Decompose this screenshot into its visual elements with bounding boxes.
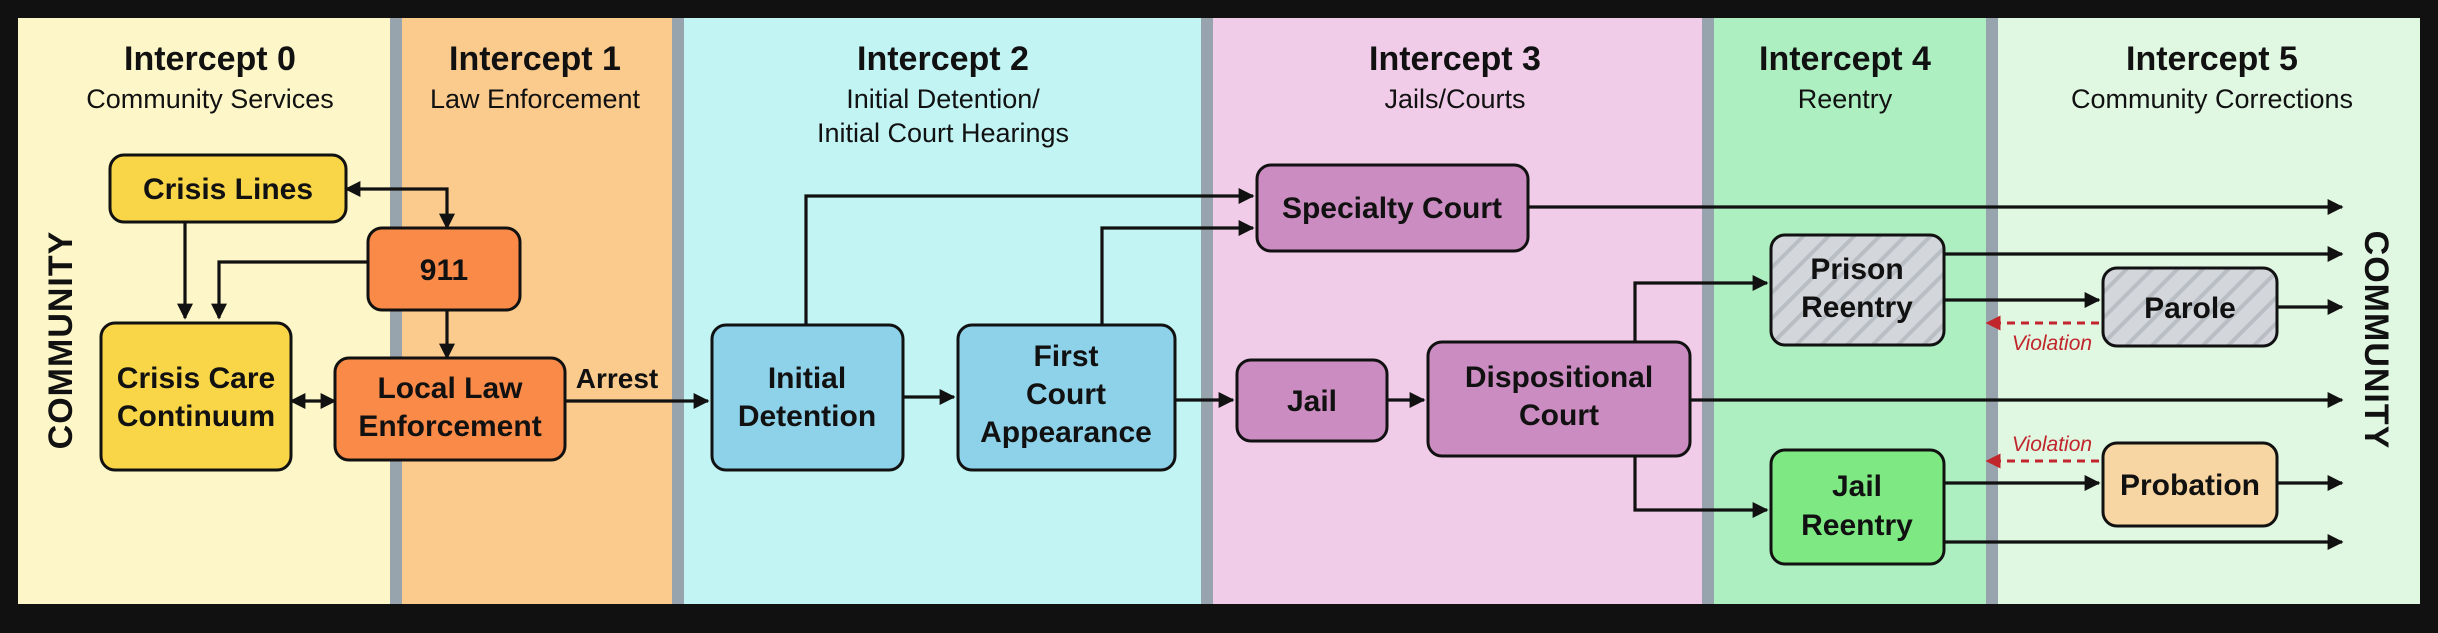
community-label-right: COMMUNITY [2357,231,2395,450]
node-specialty-court: Specialty Court [1255,163,1530,253]
parole-violation-label: Violation [2012,332,2092,355]
intercept-1-subtitle: Law Enforcement [430,84,641,114]
column-bg-intercept-0 [18,18,392,604]
intercept-1-title: Intercept 1 [449,40,621,78]
node-jail-reentry-label-line-2: Reentry [1801,509,1913,542]
node-first-court-label-line-3: Appearance [980,416,1152,449]
divider [1201,18,1213,604]
node-prison-reentry-label-line-1: Prison [1810,253,1903,286]
divider [1702,18,1714,604]
node-crisis-lines-label: Crisis Lines [143,173,313,206]
node-parole: Parole [2101,266,2279,348]
intercept-4-subtitle: Reentry [1798,84,1893,114]
arrow-first-court-specialty-court [1100,220,1255,325]
node-first-court-label-line-1: First [1033,340,1098,373]
node-jail-label: Jail [1287,385,1337,418]
arrow-dispositional-prison-reentry [1633,275,1769,342]
node-911-label: 911 [420,254,468,287]
node-initial-detention-label-line-2: Detention [738,400,876,433]
flow-arrows [177,181,2344,550]
node-dispositional-court: Dispositional Court [1426,340,1692,458]
node-crisis-care-continuum: Crisis Care Continuum [99,321,293,472]
intercept-headers: Intercept 0 Community Services Intercept… [86,40,2353,148]
node-prison-reentry: Prison Reentry [1769,233,1946,347]
arrow-crisis-lines-911 [344,181,455,230]
node-local-law-label-line-2: Enforcement [358,410,541,443]
intercept-2-subtitle-line-1: Initial Detention/ [846,84,1040,114]
node-specialty-court-label: Specialty Court [1282,192,1502,225]
node-initial-detention: Initial Detention [710,323,905,472]
node-probation: Probation [2101,441,2279,528]
process-nodes: Crisis Lines 911 Crisis Care Continuum L… [99,153,2279,566]
node-crisis-care-label-line-2: Continuum [117,400,275,433]
node-probation-label: Probation [2120,469,2260,502]
node-dispositional-label-line-2: Court [1519,399,1599,432]
node-jail-reentry-label-line-1: Jail [1832,470,1882,503]
node-local-law-enforcement: Local Law Enforcement [333,356,567,462]
arrow-initial-detention-specialty-court [804,188,1255,325]
arrest-label: Arrest [576,363,658,394]
intercept-5-title: Intercept 5 [2126,40,2298,78]
node-initial-detention-label-line-1: Initial [768,362,846,395]
arrow-dispositional-jail-reentry [1633,456,1769,518]
column-bg-intercept-2 [682,18,1201,604]
node-dispositional-label-line-1: Dispositional [1465,361,1653,394]
probation-violation-label: Violation [2012,433,2092,456]
node-crisis-care-label-line-1: Crisis Care [117,362,275,395]
divider [1986,18,1998,604]
arrow-911-crisis-care [211,260,368,320]
node-jail-reentry: Jail Reentry [1769,448,1946,566]
node-parole-label: Parole [2144,292,2236,325]
node-prison-reentry-label-line-2: Reentry [1801,291,1913,324]
community-label-left: COMMUNITY [42,231,80,450]
intercept-3-title: Intercept 3 [1369,40,1541,78]
intercept-2-subtitle-line-2: Initial Court Hearings [817,118,1069,148]
intercept-0-title: Intercept 0 [124,40,296,78]
divider [672,18,684,604]
column-bg-intercept-3 [1211,18,1702,604]
node-911: 911 [366,226,522,312]
node-jail: Jail [1235,358,1389,443]
node-crisis-lines: Crisis Lines [108,153,348,224]
intercept-5-subtitle: Community Corrections [2071,84,2353,114]
node-first-court-label-line-2: Court [1026,378,1106,411]
node-first-court-appearance: First Court Appearance [956,323,1177,472]
intercept-0-subtitle: Community Services [86,84,334,114]
node-local-law-label-line-1: Local Law [377,372,523,405]
intercept-3-subtitle: Jails/Courts [1384,84,1525,114]
intercept-2-title: Intercept 2 [857,40,1029,78]
intercept-4-title: Intercept 4 [1759,40,1931,78]
